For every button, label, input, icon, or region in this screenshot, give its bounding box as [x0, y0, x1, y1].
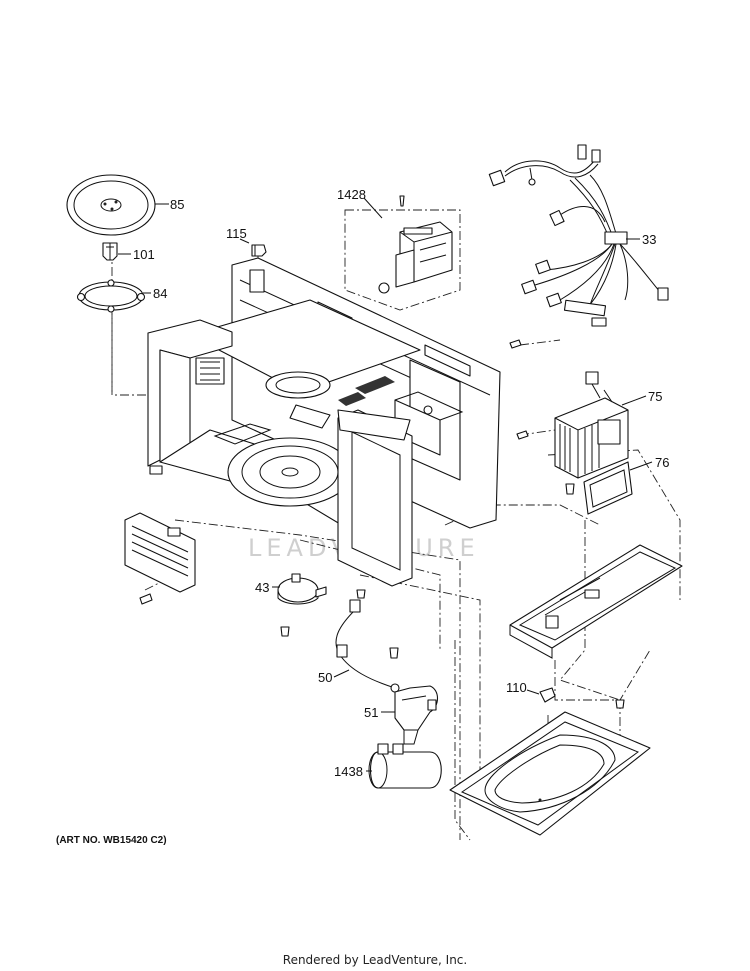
vent-grille — [124, 512, 196, 593]
clip-110 — [539, 687, 556, 703]
callout-75: 75 — [648, 389, 662, 404]
transformer — [554, 371, 629, 479]
bottom-tray — [449, 711, 651, 836]
callout-85: 85 — [170, 197, 184, 212]
callout-33: 33 — [642, 232, 656, 247]
wire-harness — [488, 144, 669, 327]
callout-110: 110 — [506, 680, 527, 695]
callout-101: 101 — [133, 247, 155, 262]
magnetron-assembly — [378, 195, 453, 294]
transformer-bracket — [583, 461, 633, 515]
capacitor-clip — [394, 685, 439, 745]
callout-84: 84 — [153, 286, 167, 301]
clip-115 — [251, 244, 267, 257]
turntable-tray — [66, 174, 156, 236]
art-number: (ART NO. WB15420 C2) — [56, 835, 167, 846]
roller-ring — [76, 279, 146, 313]
callout-43: 43 — [255, 580, 269, 595]
callout-76: 76 — [655, 455, 669, 470]
screws — [139, 339, 625, 709]
callout-50: 50 — [318, 670, 332, 685]
base-plate — [509, 544, 683, 659]
hv-capacitor — [368, 743, 442, 789]
callout-51: 51 — [364, 705, 378, 720]
footer-credit: Rendered by LeadVenture, Inc. — [283, 953, 467, 967]
callout-1428: 1428 — [337, 187, 366, 202]
callout-115: 115 — [226, 226, 247, 241]
turntable-coupler — [102, 242, 118, 261]
callout-1438: 1438 — [334, 764, 363, 779]
thermal-cutout-lead — [335, 599, 400, 693]
oven-cavity-chassis — [147, 257, 501, 587]
turntable-motor — [277, 573, 327, 605]
